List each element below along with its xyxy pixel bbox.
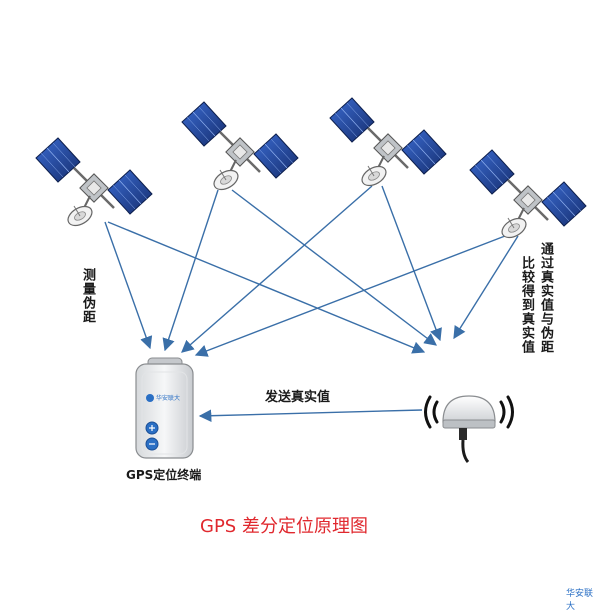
gps-terminal-device: [135, 357, 194, 459]
arrow-sat3-terminal: [181, 185, 373, 353]
compare-values-label-col2: 比较得到真实值: [519, 256, 534, 354]
diagram-title: GPS 差分定位原理图: [200, 516, 368, 537]
arrow-sat2-terminal: [162, 189, 219, 352]
arrow-send-true-value: [198, 409, 423, 422]
satellite-icon: [328, 96, 448, 191]
terminal-brand-text: 华安联大: [156, 395, 181, 402]
arrow-sat3-base: [381, 185, 442, 342]
watermark: 华安联大: [566, 589, 594, 612]
arrow-sat2-base: [231, 189, 438, 346]
arrow-sat1-terminal: [104, 221, 153, 350]
terminal-label: GPS定位终端: [126, 468, 202, 482]
arrow-sat4-base: [453, 235, 519, 340]
satellite-icon: [34, 136, 154, 231]
satellite-icon: [180, 100, 300, 195]
signal-wave-icon: [424, 395, 514, 429]
arrow-sat4-terminal: [194, 235, 506, 357]
satellite-icon: [468, 148, 588, 243]
reference-station-antenna: [424, 395, 514, 463]
terminal-logo-icon: [146, 394, 154, 402]
signal-arrows: [104, 185, 519, 422]
arrow-sat1-base: [107, 221, 426, 354]
send-true-value-label: 发送真实值: [265, 390, 331, 405]
compare-values-label-col1: 通过真实值与伪距: [538, 242, 553, 354]
measure-pseudorange-label: 测量伪距: [80, 268, 95, 324]
